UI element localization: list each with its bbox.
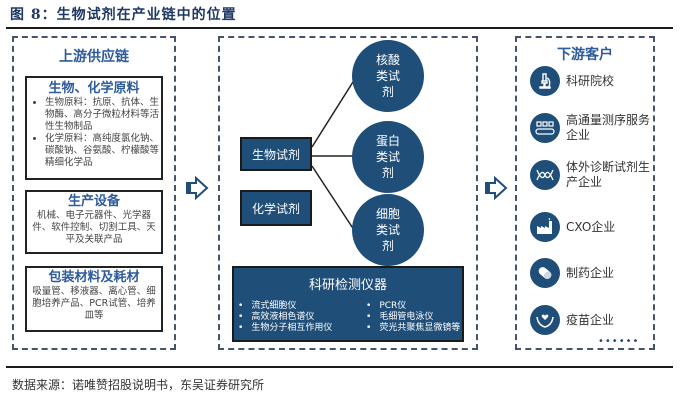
raw-materials-bullet: 化学原料：高纯度氯化钠、碳酸钠、谷氨酸、柠檬酸等精细化学品 [45, 133, 161, 169]
bottom-rule [6, 366, 673, 368]
packaging-title: 包装材料及耗材 [48, 270, 140, 285]
hands-heart-icon [530, 305, 560, 335]
microscope-icon [530, 66, 560, 96]
top-rule [6, 27, 673, 29]
customer-label: CXO企业 [566, 219, 616, 234]
figure-source: 数据来源：诺唯赞招股说明书，东吴证券研究所 [12, 378, 265, 392]
customer-ivd: 体外诊断试剂生产企业 [530, 160, 650, 190]
raw-materials-box: 生物、化学原料 生物原料：抗原、抗体、生物酶、高分子微粒材料等活性生物制品 化学… [25, 76, 163, 180]
nucleic-acid-reagent-circle: 核酸类试剂 [352, 40, 424, 112]
downstream-title: 下游客户 [557, 47, 613, 63]
packaging-box: 包装材料及耗材 吸量管、移液器、离心管、细胞培养产品、PCR试管、培养皿等 [25, 266, 163, 332]
customer-vaccine: 疫苗企业 [530, 305, 614, 335]
instrument-item: 生物分子相互作用仪 [250, 323, 362, 334]
upstream-title: 上游供应链 [59, 49, 129, 65]
pill-icon [530, 258, 560, 288]
upstream-column: 上游供应链 [12, 36, 176, 350]
instruments-list: 流式细胞仪 高效液相色谱仪 生物分子相互作用仪 PCR仪 毛细管电泳仪 荧光共聚… [234, 301, 462, 334]
customer-cxo: CXO企业 [530, 212, 615, 242]
connector-line [311, 165, 359, 237]
midstream-column [218, 36, 478, 350]
raw-materials-list: 生物原料：抗原、抗体、生物酶、高分子微粒材料等活性生物制品 化学原料：高纯度氯化… [27, 97, 161, 169]
customer-pharma: 制药企业 [530, 258, 614, 288]
protein-reagent-circle: 蛋白类试剂 [352, 121, 424, 193]
connector-lines [311, 73, 359, 237]
cell-reagent-label: 细胞类试剂 [375, 207, 400, 253]
customer-research-institutes: 科研院校 [530, 66, 614, 96]
sequencer-icon [530, 113, 560, 143]
flow-arrow-icon [186, 176, 209, 200]
cell-reagent-circle: 细胞类试剂 [352, 194, 424, 266]
figure-title: 图 8：生物试剂在产业链中的位置 [10, 7, 237, 23]
customer-label: 高通量测序服务企业 [566, 113, 651, 142]
protein-reagent-label: 蛋白类试剂 [375, 134, 400, 180]
instrument-item: PCR仪 [378, 301, 460, 312]
customer-sequencing: 高通量测序服务企业 [530, 113, 650, 143]
customer-label: 科研院校 [566, 73, 615, 88]
downstream-column: 下游客户 [515, 36, 655, 350]
instruments-box: 科研检测仪器 流式细胞仪 高效液相色谱仪 生物分子相互作用仪 PCR仪 毛细管电… [232, 266, 464, 342]
equipment-title: 生产设备 [67, 194, 120, 209]
flow-arrow-icon [485, 176, 508, 200]
raw-materials-bullet: 生物原料：抗原、抗体、生物酶、高分子微粒材料等活性生物制品 [45, 97, 161, 133]
equipment-box: 生产设备 机械、电子元器件、光学器件、软件控制、切割工具、天平及关联产品 [25, 190, 163, 254]
instrument-item: 高效液相色谱仪 [250, 312, 362, 323]
chem-reagent-box: 化学试剂 [240, 190, 312, 226]
more-dots: •••••• [598, 336, 640, 347]
packaging-text: 吸量管、移液器、离心管、细胞培养产品、PCR试管、培养皿等 [32, 286, 156, 321]
customer-label: 制药企业 [566, 265, 615, 280]
bio-reagent-box: 生物试剂 [240, 137, 312, 171]
customer-label: 疫苗企业 [566, 312, 615, 327]
raw-materials-title: 生物、化学原料 [48, 81, 140, 96]
customer-label: 体外诊断试剂生产企业 [566, 160, 651, 189]
instruments-title: 科研检测仪器 [308, 278, 387, 293]
dna-icon [530, 160, 560, 190]
instrument-item: 荧光共聚焦显微镜等 [378, 323, 460, 334]
instrument-item: 毛细管电泳仪 [378, 312, 460, 323]
connector-line [311, 73, 359, 148]
factory-icon [530, 212, 560, 242]
equipment-text: 机械、电子元器件、光学器件、软件控制、切割工具、天平及关联产品 [32, 210, 156, 245]
instrument-item: 流式细胞仪 [250, 301, 362, 312]
nucleic-acid-reagent-label: 核酸类试剂 [375, 53, 400, 99]
